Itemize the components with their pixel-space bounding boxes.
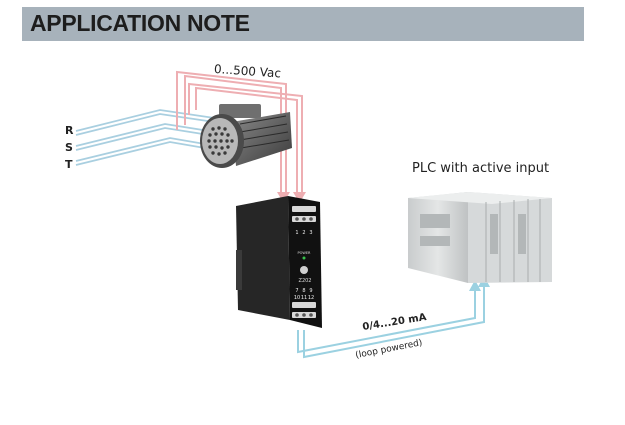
page-title: APPLICATION NOTE: [30, 10, 250, 36]
plc-icon: [408, 192, 552, 283]
phase-label-r: R: [65, 124, 74, 137]
signal-converter-icon: POWER Z202 1 2 3 7 8 9 10 11 12: [236, 196, 322, 328]
header-bar: APPLICATION NOTE: [22, 7, 584, 41]
phase-label-t: T: [65, 158, 73, 171]
motor-icon: [200, 104, 292, 168]
terminal-label: 10: [294, 295, 300, 301]
current-loop-wires: [297, 282, 485, 359]
voltage-label: 0...500 Vac: [214, 62, 282, 81]
loop-powered-label: (loop powered): [355, 338, 424, 361]
terminal-label: 7: [295, 288, 298, 294]
plc-label: PLC with active input: [412, 161, 549, 176]
terminal-label: 9: [309, 288, 312, 294]
terminal-label: 1: [295, 230, 298, 236]
terminal-label: 8: [302, 288, 305, 294]
power-label: POWER: [298, 251, 312, 255]
device-model: Z202: [299, 278, 312, 284]
terminal-label: 3: [309, 230, 312, 236]
terminal-label: 12: [308, 295, 314, 301]
phase-label-s: S: [65, 141, 73, 154]
terminal-label: 11: [301, 295, 307, 301]
terminal-label: 2: [302, 230, 305, 236]
